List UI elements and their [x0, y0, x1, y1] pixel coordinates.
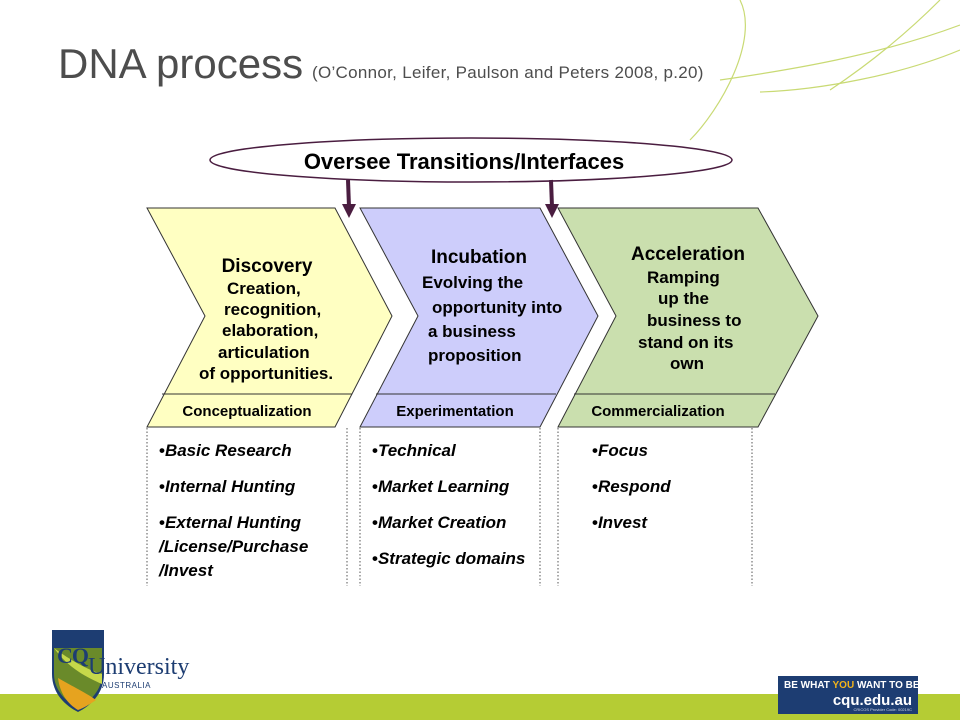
- university-shield-logo: [52, 630, 104, 712]
- incubation-heading: Incubation: [431, 247, 527, 268]
- discovery-phase: Conceptualization: [182, 403, 311, 420]
- logo-cq: CQ: [57, 643, 89, 668]
- incubation-desc-line: a business: [428, 322, 516, 341]
- logo-name: University: [88, 654, 190, 680]
- list-item-continuation: /License/Purchase: [159, 537, 309, 556]
- list-item: •External Hunting: [159, 513, 301, 532]
- cricos-code: CRICOS Provider Code: 00219C: [853, 707, 912, 712]
- transition-arrow-2-head: [545, 204, 559, 218]
- slide-title: DNA process (O’Connor, Leifer, Paulson a…: [58, 40, 704, 88]
- discovery-desc-line: Creation,: [227, 279, 301, 298]
- transition-arrow-2: [549, 179, 554, 208]
- acceleration-bullets: •Focus •Respond •Invest: [592, 440, 671, 548]
- acceleration-desc-line: business to: [647, 311, 741, 330]
- title-citation: (O’Connor, Leifer, Paulson and Peters 20…: [311, 63, 704, 82]
- title-main: DNA process: [58, 40, 304, 87]
- incubation-bullets: •Technical •Market Learning •Market Crea…: [372, 440, 525, 584]
- list-item: •Basic Research: [159, 441, 292, 460]
- discovery-desc-line: articulation: [218, 343, 310, 362]
- list-item: •Respond: [592, 477, 671, 496]
- discovery-desc-line: of opportunities.: [199, 364, 333, 383]
- acceleration-desc-line: stand on its: [638, 333, 733, 352]
- list-item: •Market Creation: [372, 513, 507, 532]
- list-item: •Technical: [372, 441, 456, 460]
- discovery-bullets: •Basic Research •Internal Hunting •Exter…: [159, 440, 308, 596]
- oversee-label: Oversee Transitions/Interfaces: [304, 149, 624, 174]
- acceleration-chevron: [557, 207, 819, 428]
- acceleration-desc-line: Ramping: [647, 268, 720, 287]
- incubation-desc-line: opportunity into: [432, 298, 562, 317]
- transition-arrow-1-head: [342, 204, 356, 218]
- list-item: •Market Learning: [372, 477, 510, 496]
- brand-website: cqu.edu.au: [832, 692, 912, 709]
- incubation-phase: Experimentation: [396, 403, 514, 420]
- discovery-chevron: [146, 207, 393, 428]
- list-item: •Strategic domains: [372, 549, 526, 568]
- list-item: •Internal Hunting: [159, 477, 296, 496]
- list-item-continuation: /Invest: [159, 561, 213, 580]
- discovery-desc-line: recognition,: [224, 300, 321, 319]
- brand-slogan: BE WHAT YOU WANT TO BE: [784, 680, 920, 691]
- acceleration-desc-line: up the: [658, 289, 709, 308]
- oversee-ellipse: [209, 137, 733, 183]
- discovery-desc-line: elaboration,: [222, 321, 318, 340]
- discovery-heading: Discovery: [222, 256, 313, 277]
- list-item: •Invest: [592, 513, 648, 532]
- incubation-desc-line: Evolving the: [422, 273, 523, 292]
- list-item: •Focus: [592, 441, 649, 460]
- acceleration-heading: Acceleration: [631, 244, 745, 265]
- incubation-chevron: [359, 207, 599, 428]
- acceleration-phase: Commercialization: [591, 403, 724, 420]
- acceleration-desc-line: own: [670, 354, 704, 373]
- brand-badge: BE WHAT YOU WANT TO BE cqu.edu.au CRICOS…: [778, 676, 920, 714]
- incubation-desc-line: proposition: [428, 346, 521, 365]
- transition-arrow-1: [346, 179, 351, 208]
- logo-sub: AUSTRALIA: [102, 681, 151, 690]
